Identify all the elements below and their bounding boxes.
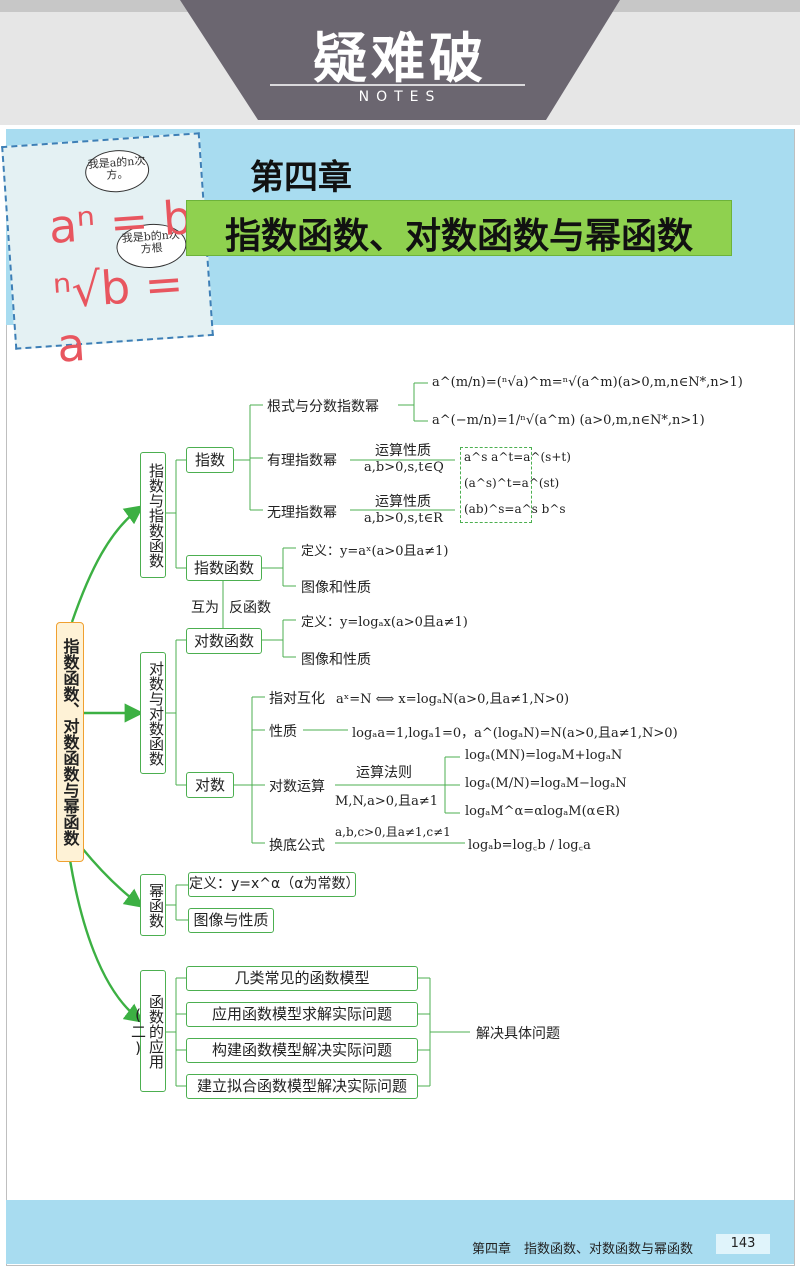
exp-property-box bbox=[460, 447, 532, 523]
formula-radical-2: a^(−m/n)=1/ⁿ√(a^m) (a>0,m,n∈N*,n>1) bbox=[432, 413, 705, 428]
node-power-main: 幂函数 bbox=[140, 874, 166, 936]
log-func-prop: 图像和性质 bbox=[301, 652, 371, 668]
node-power-def: 定义：y=x^α（α为常数） bbox=[188, 872, 360, 897]
formula-property: logₐa=1,logₐ1=0，a^(logₐN)=N(a>0,且a≠1,N>0… bbox=[352, 726, 678, 741]
label-irrational-top: 运算性质 bbox=[375, 494, 431, 510]
label-change-cond: a,b,c>0,且a≠1,c≠1 bbox=[335, 825, 451, 839]
exp-func-prop: 图像和性质 bbox=[301, 580, 371, 596]
label-ops-cond: M,N,a>0,且a≠1 bbox=[335, 794, 439, 809]
label-inverse-right: 反函数 bbox=[229, 600, 271, 616]
page-number: 143 bbox=[730, 1236, 756, 1251]
node-log-func: 对数函数 bbox=[186, 628, 262, 654]
node-log-main: 对数与对数函数 bbox=[140, 652, 166, 774]
formula-ops-3: logₐM^α=αlogₐM(α∈R) bbox=[465, 804, 620, 819]
label-inverse-left: 互为 bbox=[191, 600, 219, 616]
node-rational: 有理指数幂 bbox=[267, 453, 337, 469]
app-item: 建立拟合函数模型解决实际问题 bbox=[186, 1074, 418, 1099]
app-result: 解决具体问题 bbox=[476, 1026, 560, 1042]
app-item: 构建函数模型解决实际问题 bbox=[186, 1038, 418, 1063]
brand-subtitle: NOTES bbox=[358, 89, 442, 105]
app-item: 几类常见的函数模型 bbox=[186, 966, 418, 991]
mindmap-root: 指数函数、对数函数与幂函数 bbox=[56, 622, 84, 862]
formula-change-base: logₐb=log꜀b / log꜀a bbox=[468, 838, 591, 853]
node-property: 性质 bbox=[269, 724, 297, 740]
chapter-number: 第四章 bbox=[250, 158, 352, 198]
formula-ops-2: logₐ(M/N)=logₐM−logₐN bbox=[465, 776, 627, 791]
node-exp-func: 指数函数 bbox=[186, 555, 262, 581]
label-ops-top: 运算法则 bbox=[356, 765, 412, 781]
label-rational-cond: a,b>0,s,t∈Q bbox=[364, 460, 444, 475]
node-radical: 根式与分数指数幂 bbox=[267, 399, 379, 415]
node-irrational: 无理指数幂 bbox=[267, 505, 337, 521]
node-ops: 对数运算 bbox=[269, 779, 325, 795]
footer-chapter: 第四章 指数函数、对数函数与幂函数 bbox=[472, 1242, 694, 1257]
node-change-base: 换底公式 bbox=[269, 838, 325, 854]
exp-func-def: 定义：y=aˣ(a>0且a≠1) bbox=[301, 544, 449, 559]
node-power-prop: 图像与性质 bbox=[188, 908, 274, 933]
node-exp-main: 指数与指数函数 bbox=[140, 452, 166, 578]
node-zhishu: 指数 bbox=[186, 447, 234, 473]
chapter-title: 指数函数、对数函数与幂函数 bbox=[224, 216, 693, 257]
chapter-title-bar: 指数函数、对数函数与幂函数 bbox=[186, 200, 732, 257]
brand-title: 疑难破 bbox=[313, 27, 487, 90]
node-app-main: 函数的应用(二) bbox=[129, 970, 166, 1092]
formula-ops-1: logₐ(MN)=logₐM+logₐN bbox=[465, 748, 623, 763]
formula-prop-2: (a^s)^t=a^(st) bbox=[464, 476, 560, 490]
formula-interchange: aˣ=N ⟺ x=logₐN(a>0,且a≠1,N>0) bbox=[336, 692, 570, 707]
label-rational-top: 运算性质 bbox=[375, 443, 431, 459]
node-duishu: 对数 bbox=[186, 772, 234, 798]
app-item: 应用函数模型求解实际问题 bbox=[186, 1002, 418, 1027]
label-irrational-cond: a,b>0,s,t∈R bbox=[364, 511, 443, 526]
node-interchange: 指对互化 bbox=[269, 691, 325, 707]
formula-radical-1: a^(m/n)=(ⁿ√a)^m=ⁿ√(a^m)(a>0,m,n∈N*,n>1) bbox=[432, 375, 743, 390]
page-header: 疑难破 NOTES bbox=[0, 0, 800, 125]
log-func-def: 定义：y=logₐx(a>0且a≠1) bbox=[301, 615, 468, 630]
formula-prop-1: a^s a^t=a^(s+t) bbox=[464, 450, 571, 464]
page-number-box bbox=[716, 1234, 770, 1254]
header-trapezoid bbox=[180, 0, 620, 120]
footer-band bbox=[6, 1200, 794, 1264]
formula-prop-3: (ab)^s=a^s b^s bbox=[464, 502, 566, 516]
